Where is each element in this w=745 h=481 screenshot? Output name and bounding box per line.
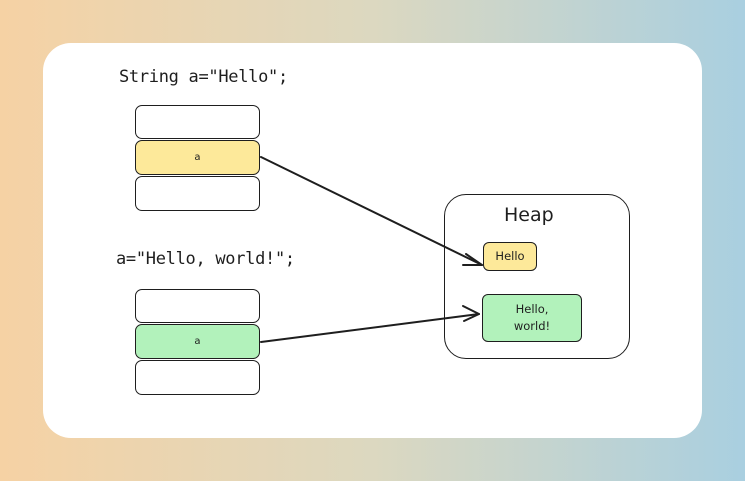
- heap-title: Heap: [504, 204, 554, 226]
- stack-1-slot-variable: a: [135, 140, 260, 175]
- stack-2-variable-label: a: [194, 336, 201, 347]
- stack-1-slot-bottom: [135, 176, 260, 211]
- stack-2-slot-bottom: [135, 360, 260, 395]
- heap-string-hello-world: Hello, world!: [482, 294, 582, 342]
- stack-2-slot-variable: a: [135, 324, 260, 359]
- arrow-head-old: [462, 253, 483, 266]
- stack-2-slot-top: [135, 289, 260, 323]
- arrow-head-new: [462, 305, 480, 322]
- statement-declare-label: String a="Hello";: [119, 67, 288, 87]
- statement-reassign-label: a="Hello, world!";: [116, 249, 295, 269]
- arrow-reference-old: [260, 156, 483, 266]
- stack-1-slot-top: [135, 105, 260, 139]
- heap-string-hello: Hello: [483, 242, 537, 271]
- stack-1-variable-label: a: [194, 152, 201, 163]
- arrow-reference-new: [260, 313, 480, 343]
